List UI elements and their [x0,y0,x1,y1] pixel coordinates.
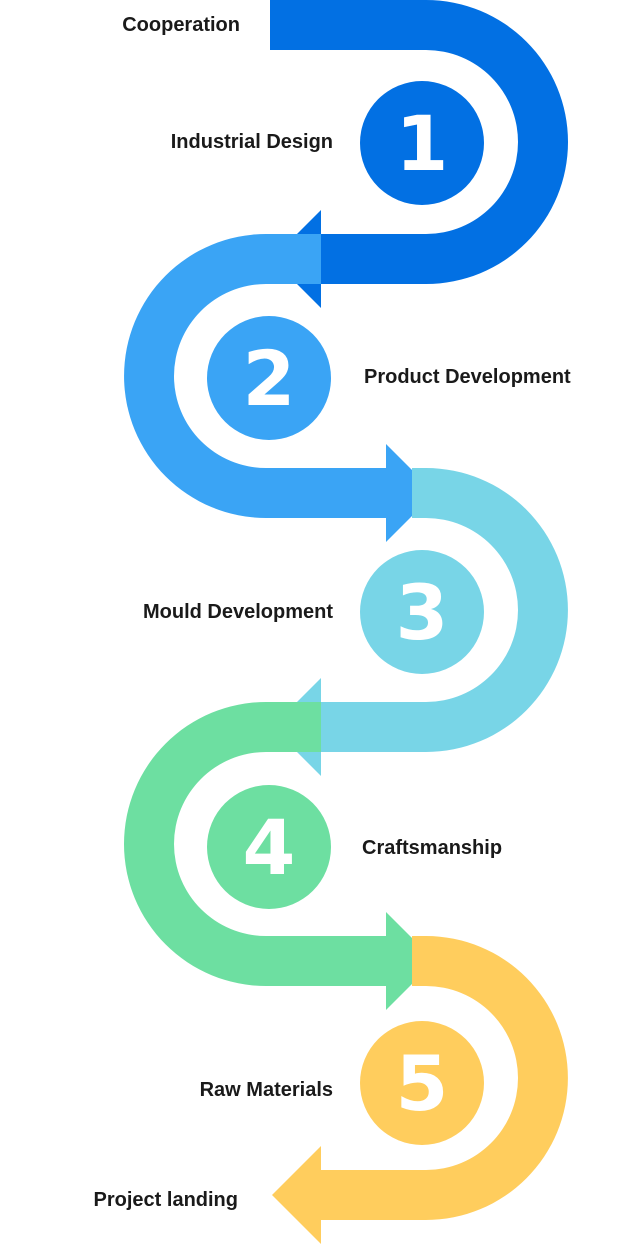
step-label-3: Mould Development [143,601,333,623]
step-circle-4 [207,785,331,909]
step-number-2: 2 [243,334,296,423]
step-circle-5 [360,1021,484,1145]
start-label: Cooperation [122,14,240,36]
flow-band-5 [320,936,568,1220]
step-label-4: Craftsmanship [362,837,502,859]
flow-segment-5: 5 [272,936,568,1244]
flow-segment-4: 4 [124,702,435,1010]
step-number-3: 3 [396,568,449,657]
flow-band-3 [320,468,568,752]
step-number-4: 4 [243,803,296,892]
step-label-5: Raw Materials [200,1079,333,1101]
step-number-1: 1 [396,99,449,188]
step-label-1: Industrial Design [171,131,333,153]
flow-band-2 [124,234,387,518]
end-label: Project landing [94,1189,238,1211]
arrow-head-2 [386,444,435,542]
step-circle-2 [207,316,331,440]
step-label-2: Product Development [364,366,571,388]
step-number-5: 5 [396,1039,449,1128]
step-circle-3 [360,550,484,674]
arrow-head-4 [386,912,435,1010]
step-circle-1 [360,81,484,205]
flow-segment-1: 1 [270,0,568,308]
flow-segment-2: 2 [124,234,435,542]
flow-band-4 [124,702,386,986]
arrow-head-5 [272,1146,321,1244]
flow-band-1 [270,0,568,284]
